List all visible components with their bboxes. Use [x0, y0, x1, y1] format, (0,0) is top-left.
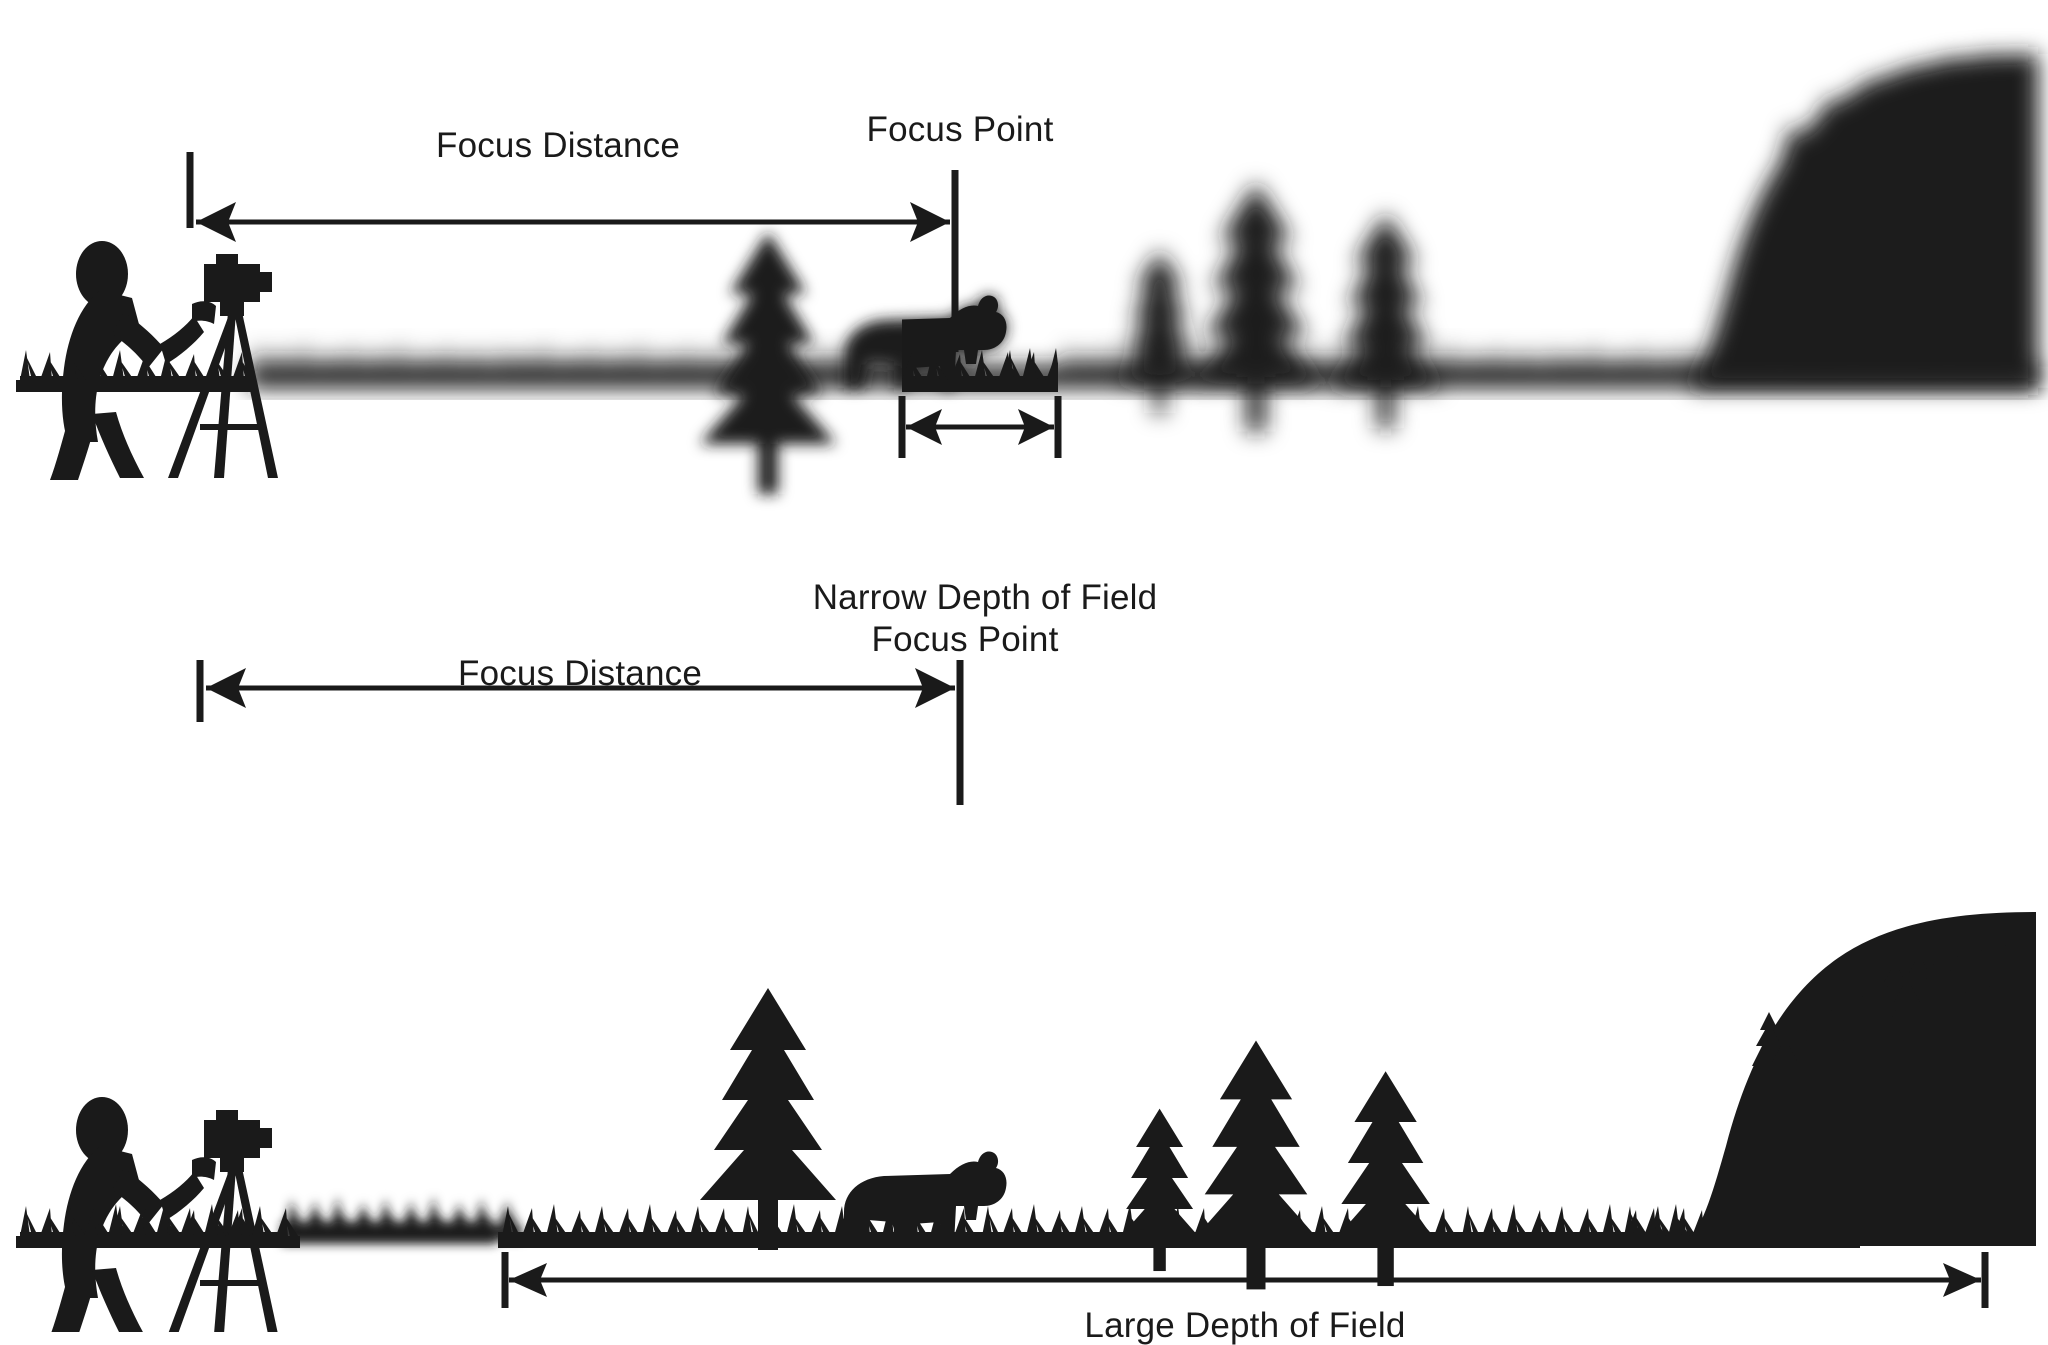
pine-tree-single: [700, 988, 836, 1250]
in-focus-band: [902, 295, 1058, 392]
blurred-pine-tree-group: [1117, 182, 1442, 432]
forested-hill: [1688, 912, 2036, 1246]
pine-tree-group: [1117, 1040, 1442, 1290]
focus-distance-label-bottom: Focus Distance: [457, 654, 703, 693]
focus-distance-dimension: [196, 660, 964, 805]
narrow-dof-scene: [16, 50, 2038, 494]
focus-point-label-top: Focus Point: [866, 110, 1054, 149]
blurred-forested-hill: [1690, 50, 2038, 388]
large-depth-of-field-label: Large Depth of Field: [1084, 1306, 1406, 1345]
narrow-depth-of-field-panel: Focus Distance Focus Point Narrow Depth …: [0, 0, 2048, 660]
large-dof-dimension: [501, 1252, 1989, 1308]
photographer-with-tripod: [16, 1097, 300, 1332]
large-dof-scene: [16, 660, 2036, 1332]
narrow-dof-dimension: [898, 396, 1062, 458]
focus-distance-label-top: Focus Distance: [435, 126, 681, 165]
focus-point-label-bottom: Focus Point: [871, 620, 1059, 659]
narrow-depth-of-field-label: Narrow Depth of Field: [812, 578, 1158, 617]
large-depth-of-field-panel: Focus Distance Focus Point Large Depth o…: [0, 622, 2048, 1343]
photographer-with-tripod: [16, 241, 278, 480]
focus-distance-dimension: [186, 152, 959, 352]
blurred-grass-near: [282, 1196, 522, 1244]
grass-foreground: [16, 348, 256, 392]
